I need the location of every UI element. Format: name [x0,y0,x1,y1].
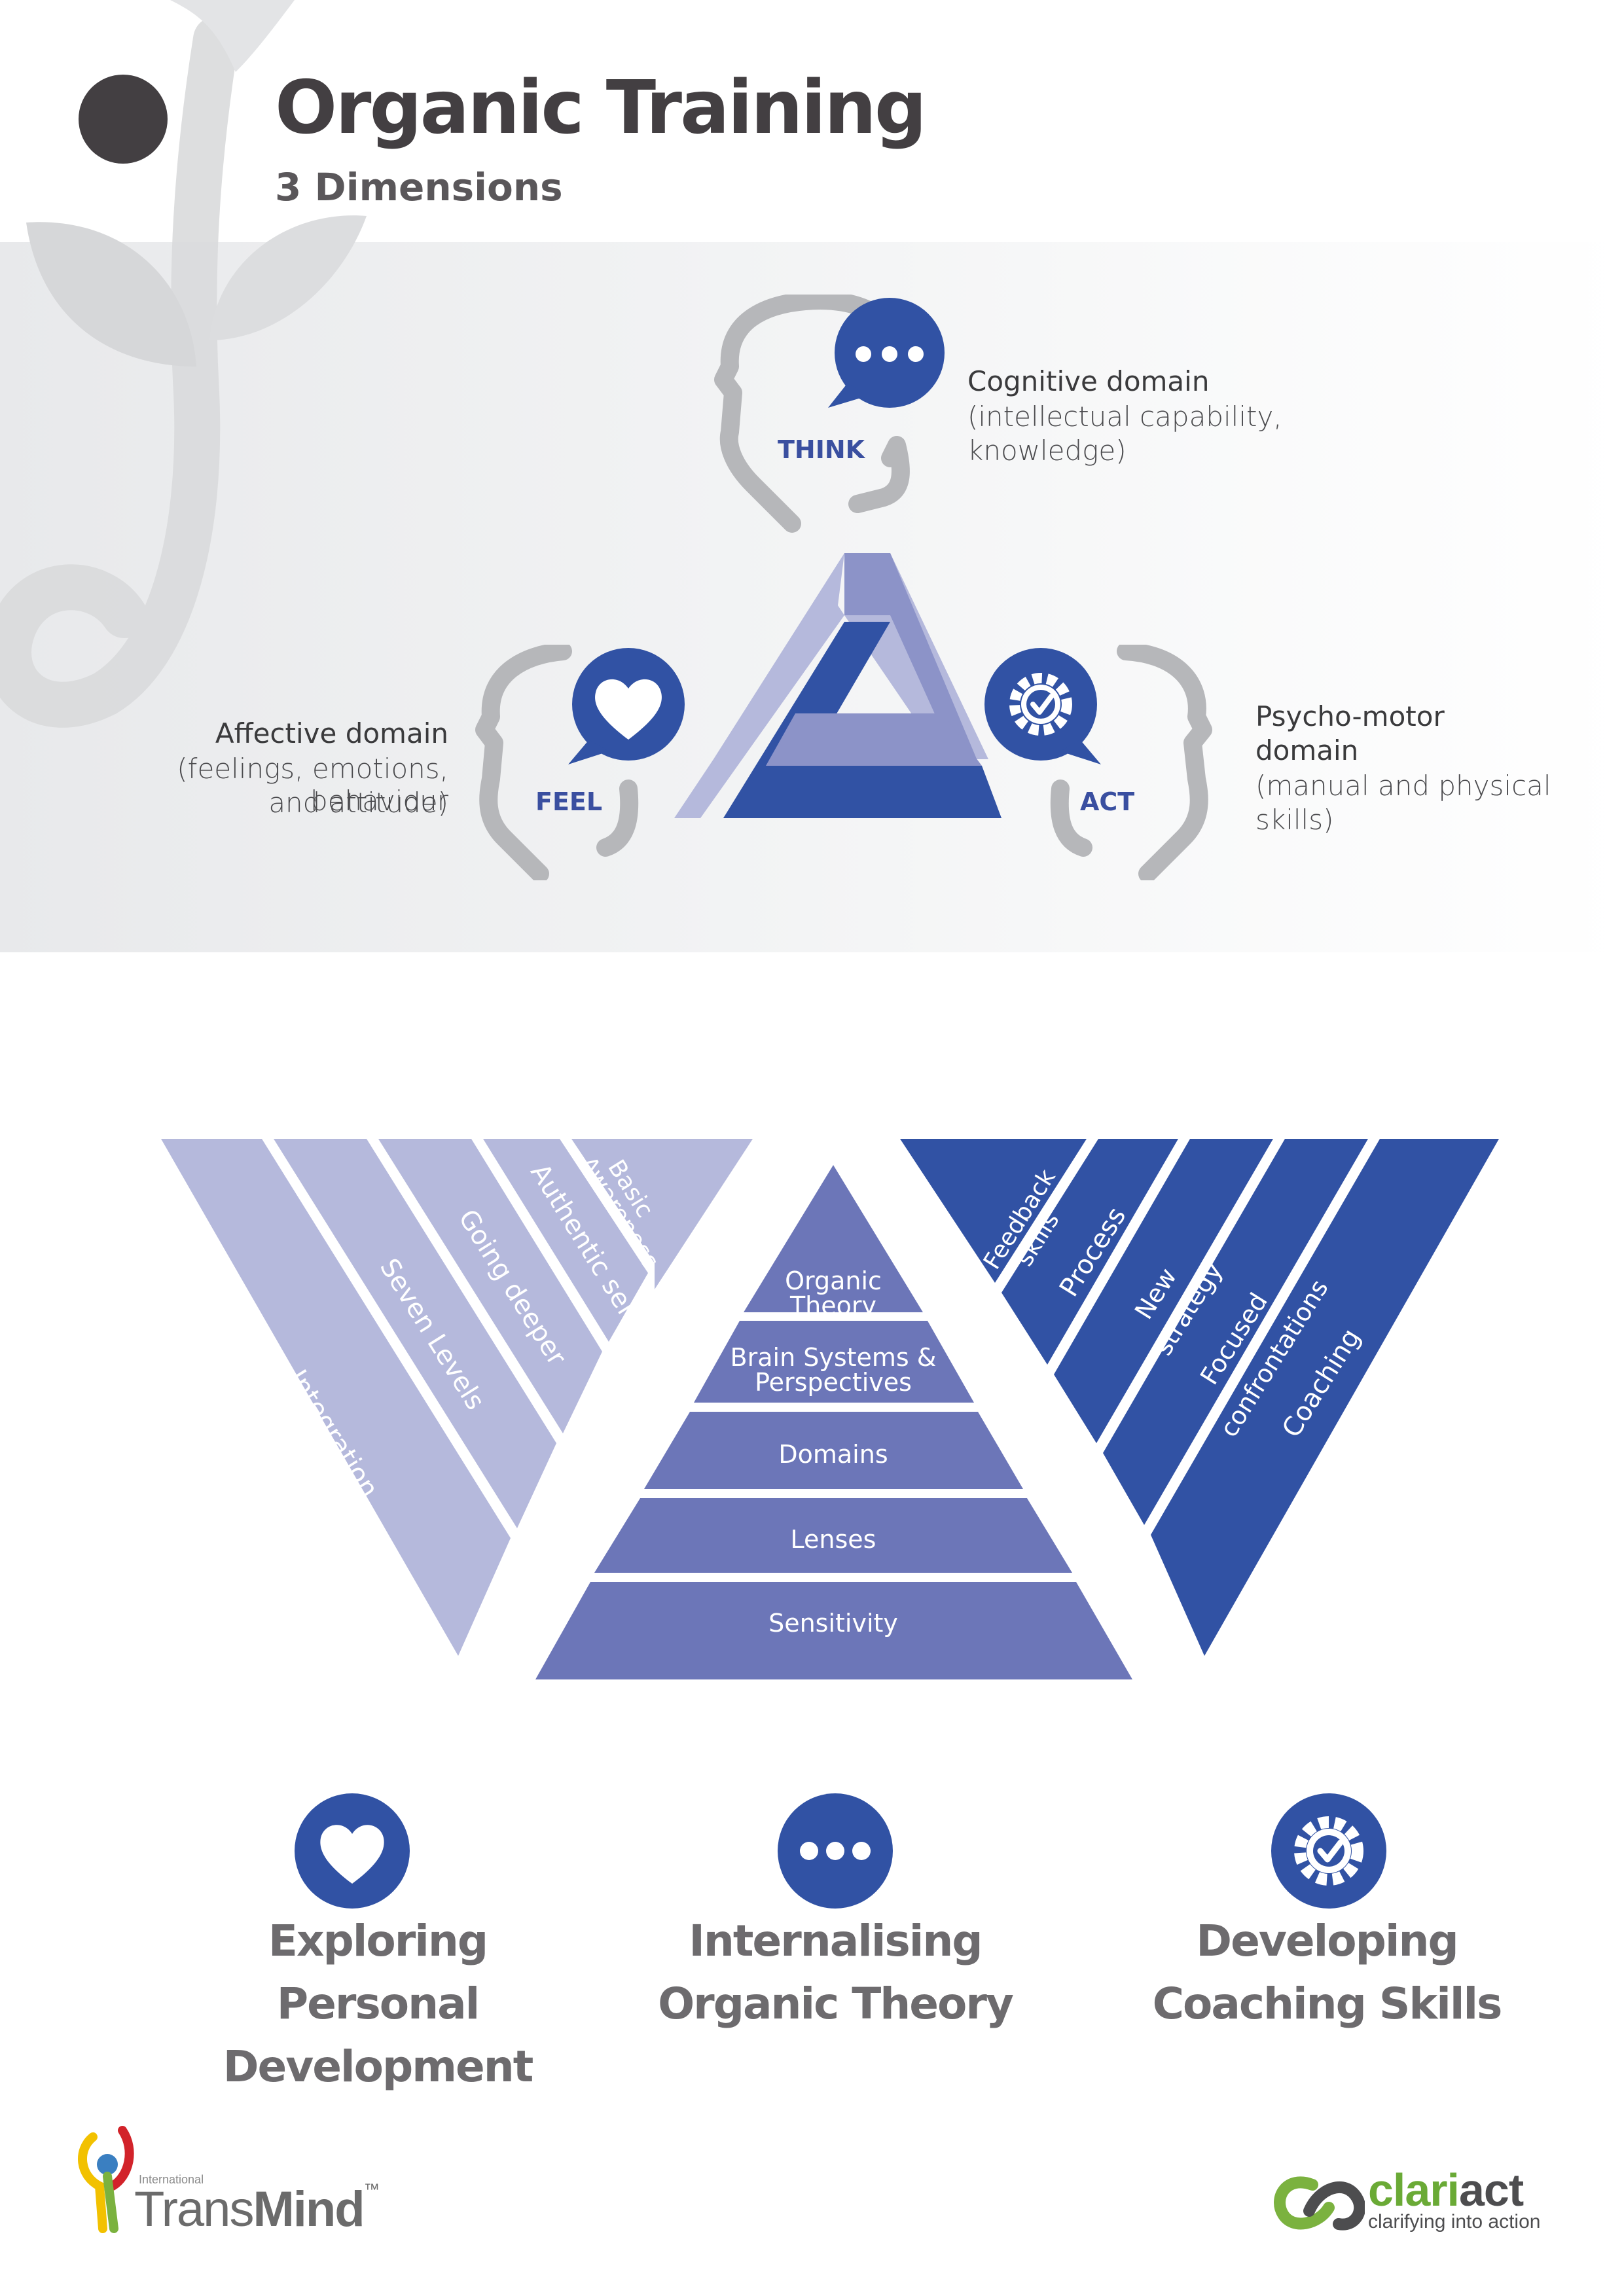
pyramid-level-brain-systems [694,1321,974,1403]
right-stripe-new-strategy [1054,1139,1273,1443]
transmind-wordmark: TransMind™ [134,2181,380,2238]
act-head-icon [1050,645,1212,880]
outcome-3-line1: Developing [1196,1916,1458,1966]
psycho-motor-domain-title-1: Psycho-motor [1255,700,1445,732]
psycho-motor-domain-desc-1: (manual and physical [1255,770,1551,802]
clariact-tagline: clarifying into action [1368,2211,1541,2233]
transmind-mind: Mind [253,2181,365,2237]
pyramid-label-perspectives: Perspectives [755,1368,912,1397]
cognitive-domain-desc-2: knowledge) [967,435,1127,467]
pyramid-label-brain-systems: Brain Systems & [730,1343,937,1372]
outcome-1-line1: Exploring [268,1916,488,1966]
cognitive-domain-title: Cognitive domain [967,365,1210,397]
left-stripe-seven-levels [274,1139,556,1528]
outcome-speech-dots-icon [778,1793,893,1909]
pyramid-level-lenses [594,1498,1072,1573]
pyramid-level-domains [644,1412,1023,1489]
psycho-motor-domain-desc-2: skills) [1255,804,1334,836]
feel-label: FEEL [535,787,603,816]
outcome-1-line2: Personal Development [223,1979,534,2092]
right-stripe-focused [1103,1139,1368,1525]
header-band [0,242,1624,952]
clariact-clari: clari [1368,2164,1460,2215]
transmind-international: International [139,2173,204,2186]
outcome-organic-theory: Internalising Organic Theory [573,1910,1097,2036]
affective-domain-desc-2: and attitude) [268,787,448,819]
transmind-tm: ™ [363,2181,380,2198]
act-gear-bubble-icon [984,648,1101,764]
clariact-logo-mark [1274,2176,1365,2231]
affective-domain-desc-1: (feelings, emotions, behaviour [177,753,448,817]
feel-head-icon [475,645,639,880]
clariact-act: act [1459,2164,1524,2215]
psycho-motor-domain-title-2: domain [1255,734,1359,766]
pyramid-label-theory: Theory [789,1291,877,1320]
think-label: THINK [778,435,865,464]
transmind-trans: Trans [134,2181,254,2237]
page-title: Organic Training [275,65,927,151]
right-triangle [900,1139,1499,1656]
left-stripe-authentic-self [483,1139,648,1342]
left-stripe-integration [161,1139,511,1656]
sprout-watermark [0,0,367,728]
feel-heart-bubble-icon [568,648,685,764]
think-speech-bubble-icon [828,298,945,408]
outcome-heart-icon [295,1793,410,1909]
training-triangles-diagram [161,1139,1499,1679]
pyramid [535,1165,1132,1679]
right-stripe-feedback [900,1139,1087,1283]
transmind-figure-logo [78,2126,134,2233]
penrose-triangle-icon [674,553,1001,818]
header-dot-icon [79,75,168,164]
pyramid-label-lenses: Lenses [790,1525,876,1554]
cognitive-domain-desc-1: (intellectual capability, [967,401,1282,433]
outcome-2-line2: Organic Theory [658,1979,1014,2029]
pyramid-label-sensitivity: Sensitivity [768,1609,898,1638]
pyramid-label-domains: Domains [778,1440,888,1469]
left-triangle [161,1139,753,1656]
think-head-icon [714,295,910,533]
left-stripe-going-deeper [378,1139,602,1433]
pyramid-label-organic: Organic [785,1266,882,1295]
act-label: ACT [1080,787,1135,816]
left-stripe-basic-awareness [571,1139,753,1289]
affective-domain-title: Affective domain [215,717,448,749]
pyramid-level-sensitivity [535,1582,1132,1679]
right-stripe-process [1001,1139,1178,1365]
clariact-wordmark: clariact [1368,2164,1524,2216]
outcome-coaching-skills: Developing Coaching Skills [1065,1910,1589,2036]
outcome-gear-check-icon [1271,1793,1386,1909]
outcome-personal-development: Exploring Personal Development [116,1910,640,2098]
page-subtitle: 3 Dimensions [275,165,563,209]
outcome-2-line1: Internalising [689,1916,983,1966]
pyramid-level-organic-theory [744,1165,923,1312]
right-stripe-coaching [1151,1139,1499,1656]
outcome-3-line2: Coaching Skills [1152,1979,1503,2029]
